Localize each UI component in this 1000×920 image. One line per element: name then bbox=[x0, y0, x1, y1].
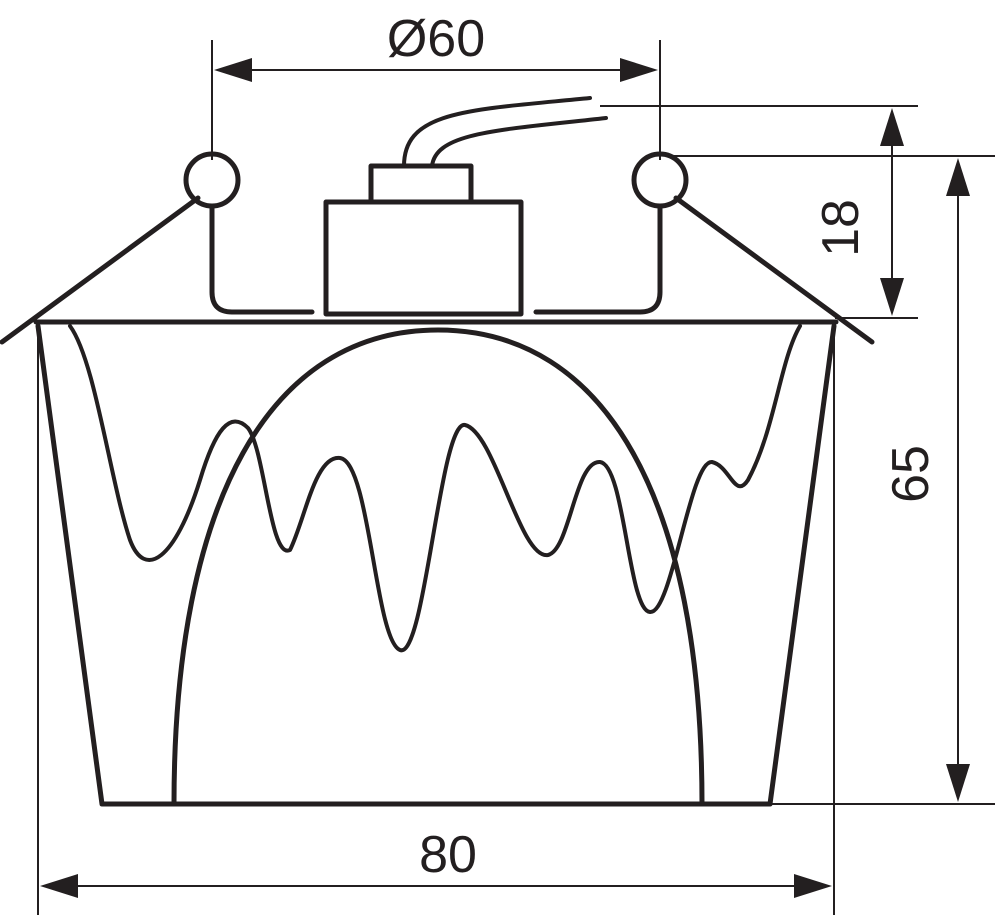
lamp-fixture bbox=[0, 96, 875, 807]
dimension-flange-height: 18 bbox=[600, 105, 918, 319]
glass-shade-outline bbox=[35, 323, 837, 807]
arrow-right-icon bbox=[794, 874, 832, 898]
dimension-label-80: 80 bbox=[419, 826, 477, 884]
spring-clip-leg-left bbox=[209, 203, 315, 315]
spring-clip-arm-right bbox=[673, 195, 875, 345]
glass-wavy-edge bbox=[68, 324, 802, 653]
dimension-label-top: Ø60 bbox=[387, 10, 485, 68]
arrow-up-icon bbox=[880, 108, 904, 146]
spring-clip-leg-right bbox=[533, 203, 663, 315]
dimension-base-width: 80 bbox=[37, 330, 835, 915]
terminal-block bbox=[323, 199, 524, 317]
dimension-total-height: 65 bbox=[668, 155, 995, 805]
dimension-label-18: 18 bbox=[812, 199, 870, 257]
dimension-top-diameter: Ø60 bbox=[211, 10, 661, 160]
spring-clip-arm-left bbox=[0, 195, 201, 345]
wire-lower bbox=[430, 116, 608, 168]
arrow-left-icon bbox=[214, 58, 252, 82]
terminal-cap bbox=[368, 163, 474, 205]
arrow-down-icon bbox=[880, 278, 904, 316]
arrow-down-icon bbox=[946, 764, 970, 802]
spring-clip-pivot-left bbox=[183, 151, 241, 209]
arrow-left-icon bbox=[40, 874, 78, 898]
arrow-up-icon bbox=[946, 158, 970, 196]
dimension-label-65: 65 bbox=[882, 445, 940, 503]
arrow-right-icon bbox=[620, 58, 658, 82]
reflector-dome bbox=[171, 327, 705, 807]
spring-clip-pivot-right bbox=[631, 151, 689, 209]
wire-upper bbox=[402, 96, 592, 168]
